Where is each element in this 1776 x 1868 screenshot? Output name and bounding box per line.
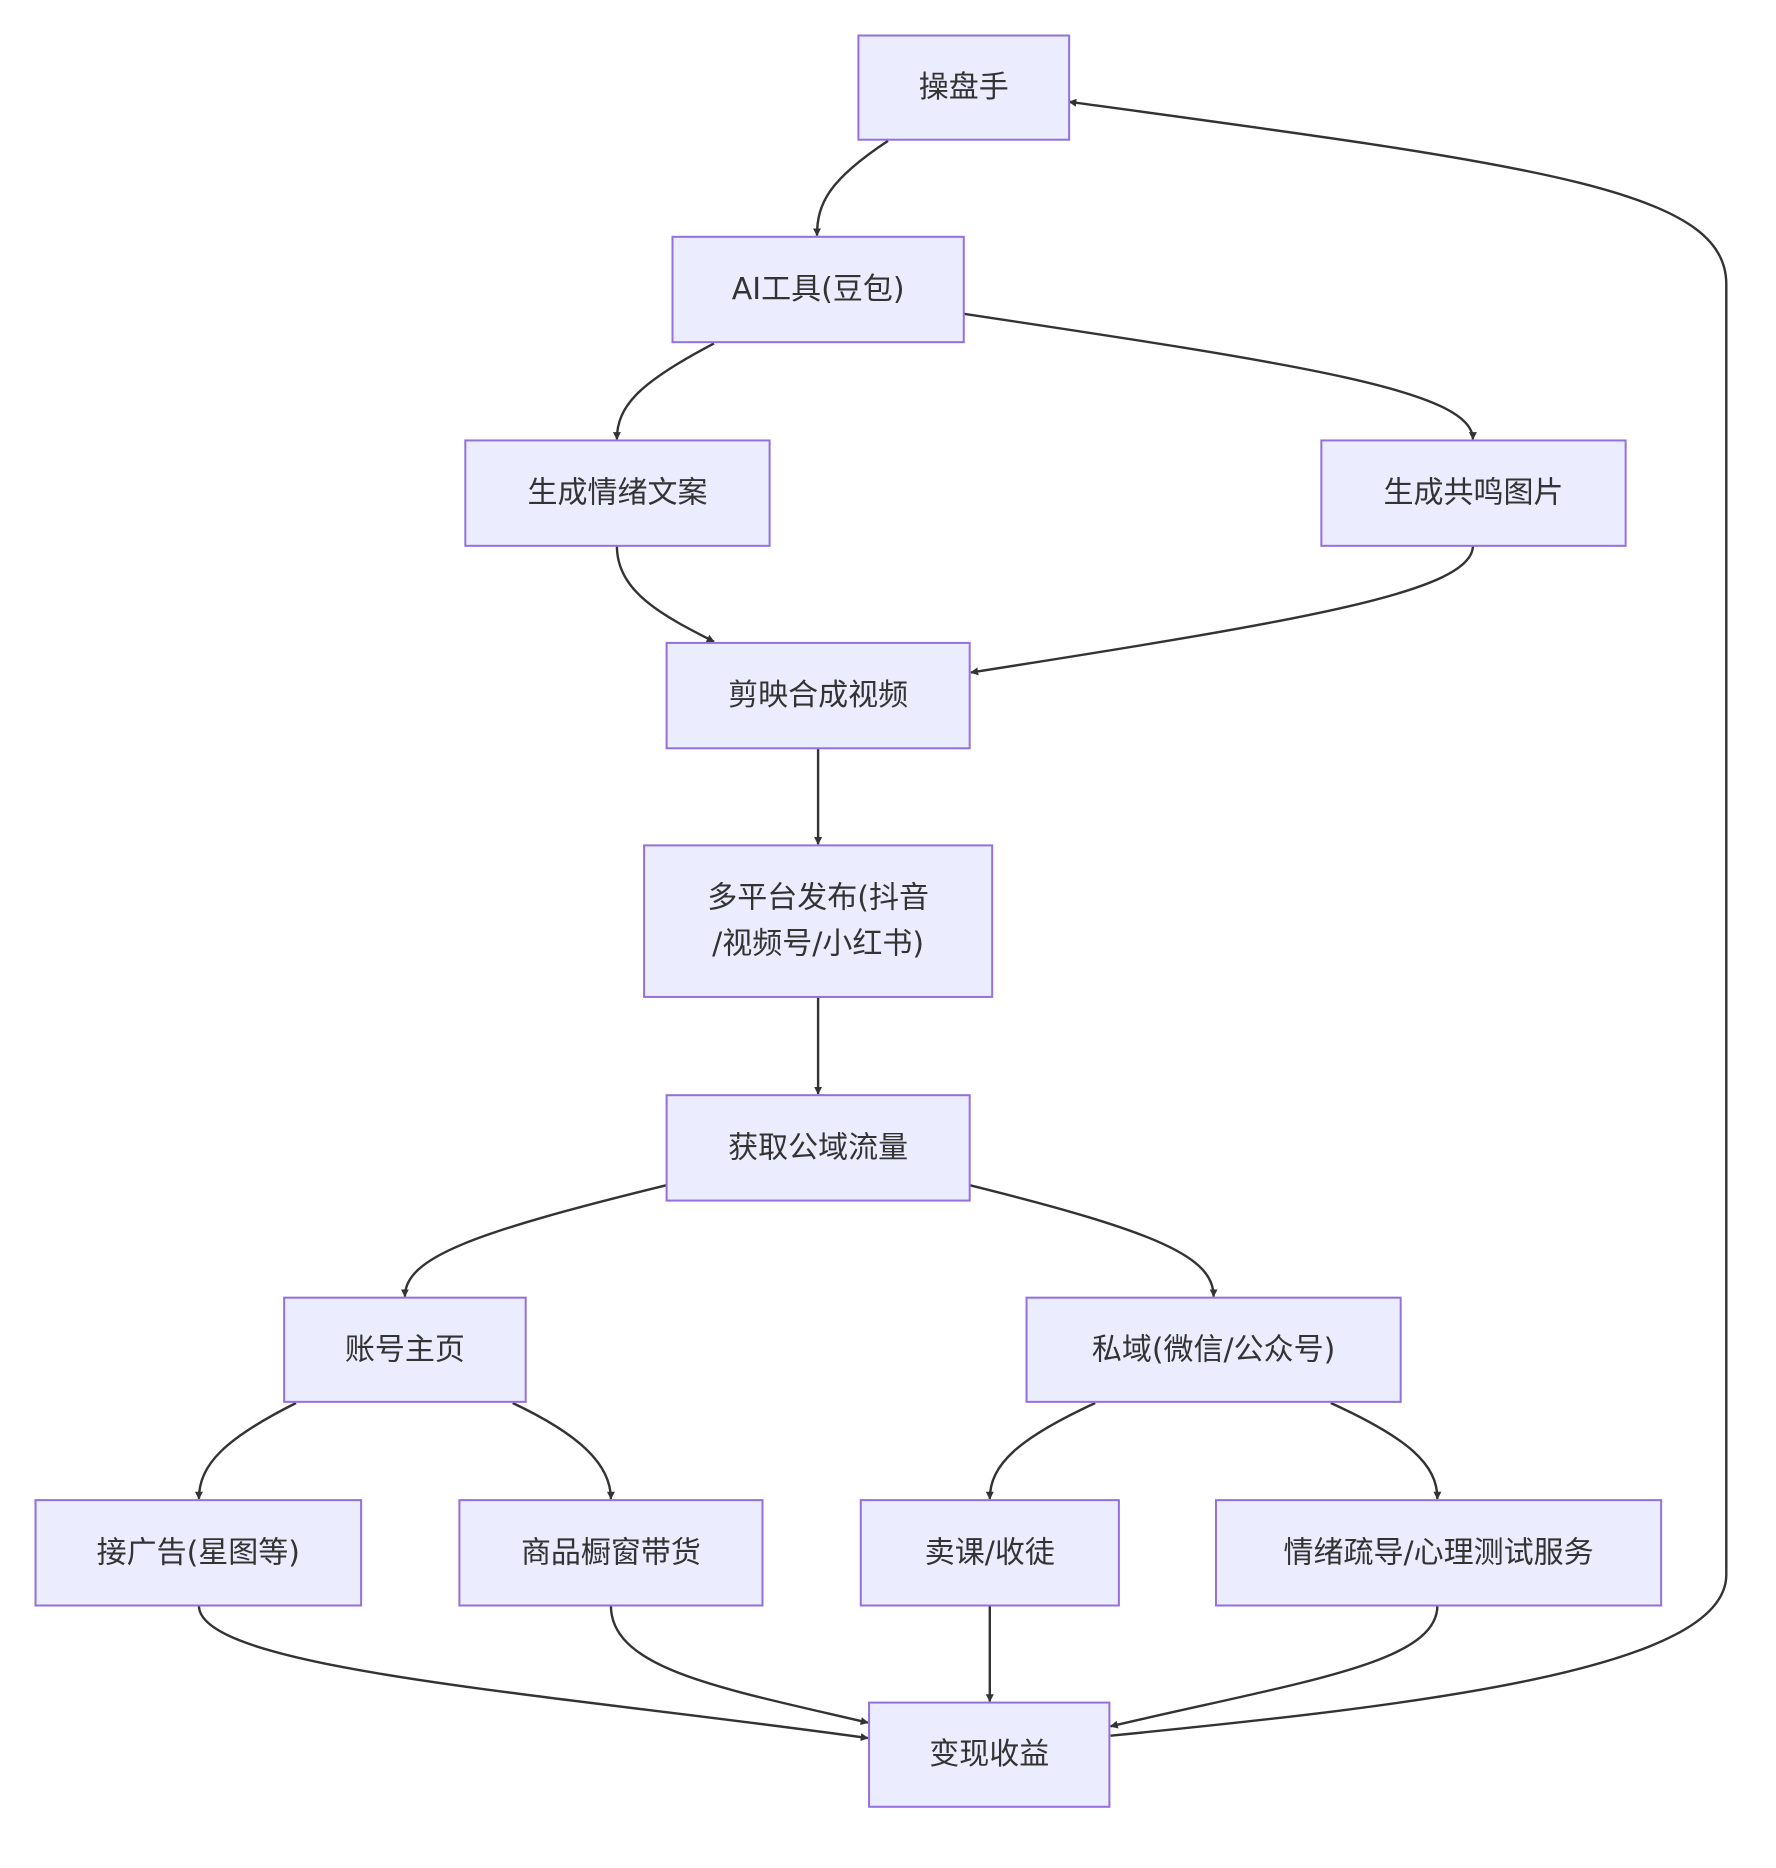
node-capcut[interactable]: 剪映合成视频	[665, 641, 971, 750]
node-box	[34, 1499, 363, 1607]
node-label: 变现收益	[929, 1737, 1049, 1772]
node-copywriting[interactable]: 生成情绪文案	[464, 439, 771, 547]
edge-copywriting-to-capcut	[615, 545, 715, 643]
edge-shop-to-revenue	[609, 1605, 869, 1725]
node-box	[464, 439, 771, 547]
edge-homepage-to-shop	[512, 1401, 615, 1500]
edge-traffic-to-private	[969, 1184, 1218, 1298]
node-box	[859, 1499, 1120, 1607]
node-label: 生成情绪文案	[527, 476, 707, 511]
edge-counseling-to-revenue	[1109, 1605, 1439, 1729]
edge-images-to-capcut	[970, 545, 1475, 676]
node-images[interactable]: 生成共鸣图片	[1320, 439, 1627, 547]
node-label: 接广告(星图等)	[97, 1535, 300, 1570]
node-label: 获取公域流量	[728, 1130, 908, 1165]
node-ads[interactable]: 接广告(星图等)	[34, 1499, 363, 1607]
node-box	[857, 34, 1071, 141]
node-ai_tool[interactable]: AI工具(豆包)	[671, 235, 965, 344]
node-label: 剪映合成视频	[728, 678, 908, 713]
node-trader[interactable]: 操盘手	[857, 34, 1071, 141]
node-private[interactable]: 私域(微信/公众号)	[1025, 1296, 1402, 1403]
node-label: 商品橱窗带货	[521, 1535, 701, 1570]
node-label: 情绪疏导/心理测试服务	[1284, 1535, 1594, 1570]
node-revenue[interactable]: 变现收益	[868, 1701, 1111, 1808]
node-box	[665, 641, 971, 750]
node-shop[interactable]: 商品橱窗带货	[458, 1499, 764, 1607]
node-box	[671, 235, 965, 344]
nodes: 操盘手AI工具(豆包)生成情绪文案生成共鸣图片剪映合成视频多平台发布(抖音/视频…	[34, 34, 1663, 1808]
edge-ai_tool-to-images	[963, 312, 1477, 441]
edge-traffic-to-homepage	[400, 1184, 667, 1298]
edge-homepage-to-ads	[194, 1401, 297, 1500]
node-box	[1320, 439, 1627, 547]
node-label: AI工具(豆包)	[732, 272, 905, 307]
node-label: 私域(微信/公众号)	[1092, 1332, 1336, 1367]
node-box	[1025, 1296, 1402, 1403]
node-label: 多平台发布(抖音	[707, 881, 929, 916]
node-traffic[interactable]: 获取公域流量	[665, 1094, 971, 1202]
node-publish[interactable]: 多平台发布(抖音/视频号/小红书)	[643, 844, 994, 998]
edge-private-to-courses	[985, 1401, 1096, 1500]
edge-ai_tool-to-copywriting	[612, 342, 715, 441]
node-box	[643, 844, 994, 998]
node-homepage[interactable]: 账号主页	[283, 1296, 527, 1403]
edge-ads-to-revenue	[197, 1605, 869, 1742]
node-box	[868, 1701, 1111, 1808]
node-label: /视频号/小红书)	[712, 927, 924, 962]
edge-revenue-to-trader	[1068, 98, 1728, 1737]
node-label: 账号主页	[345, 1332, 465, 1367]
node-label: 卖课/收徒	[925, 1535, 1055, 1570]
node-courses[interactable]: 卖课/收徒	[859, 1499, 1120, 1607]
node-box	[665, 1094, 971, 1202]
edge-trader-to-ai_tool	[813, 139, 889, 237]
node-label: 生成共鸣图片	[1383, 476, 1563, 511]
node-box	[458, 1499, 764, 1607]
node-label: 操盘手	[919, 70, 1009, 105]
node-counseling[interactable]: 情绪疏导/心理测试服务	[1214, 1499, 1663, 1607]
edges	[194, 98, 1728, 1742]
node-box	[283, 1296, 527, 1403]
node-box	[1214, 1499, 1663, 1607]
edge-private-to-counseling	[1330, 1401, 1442, 1500]
